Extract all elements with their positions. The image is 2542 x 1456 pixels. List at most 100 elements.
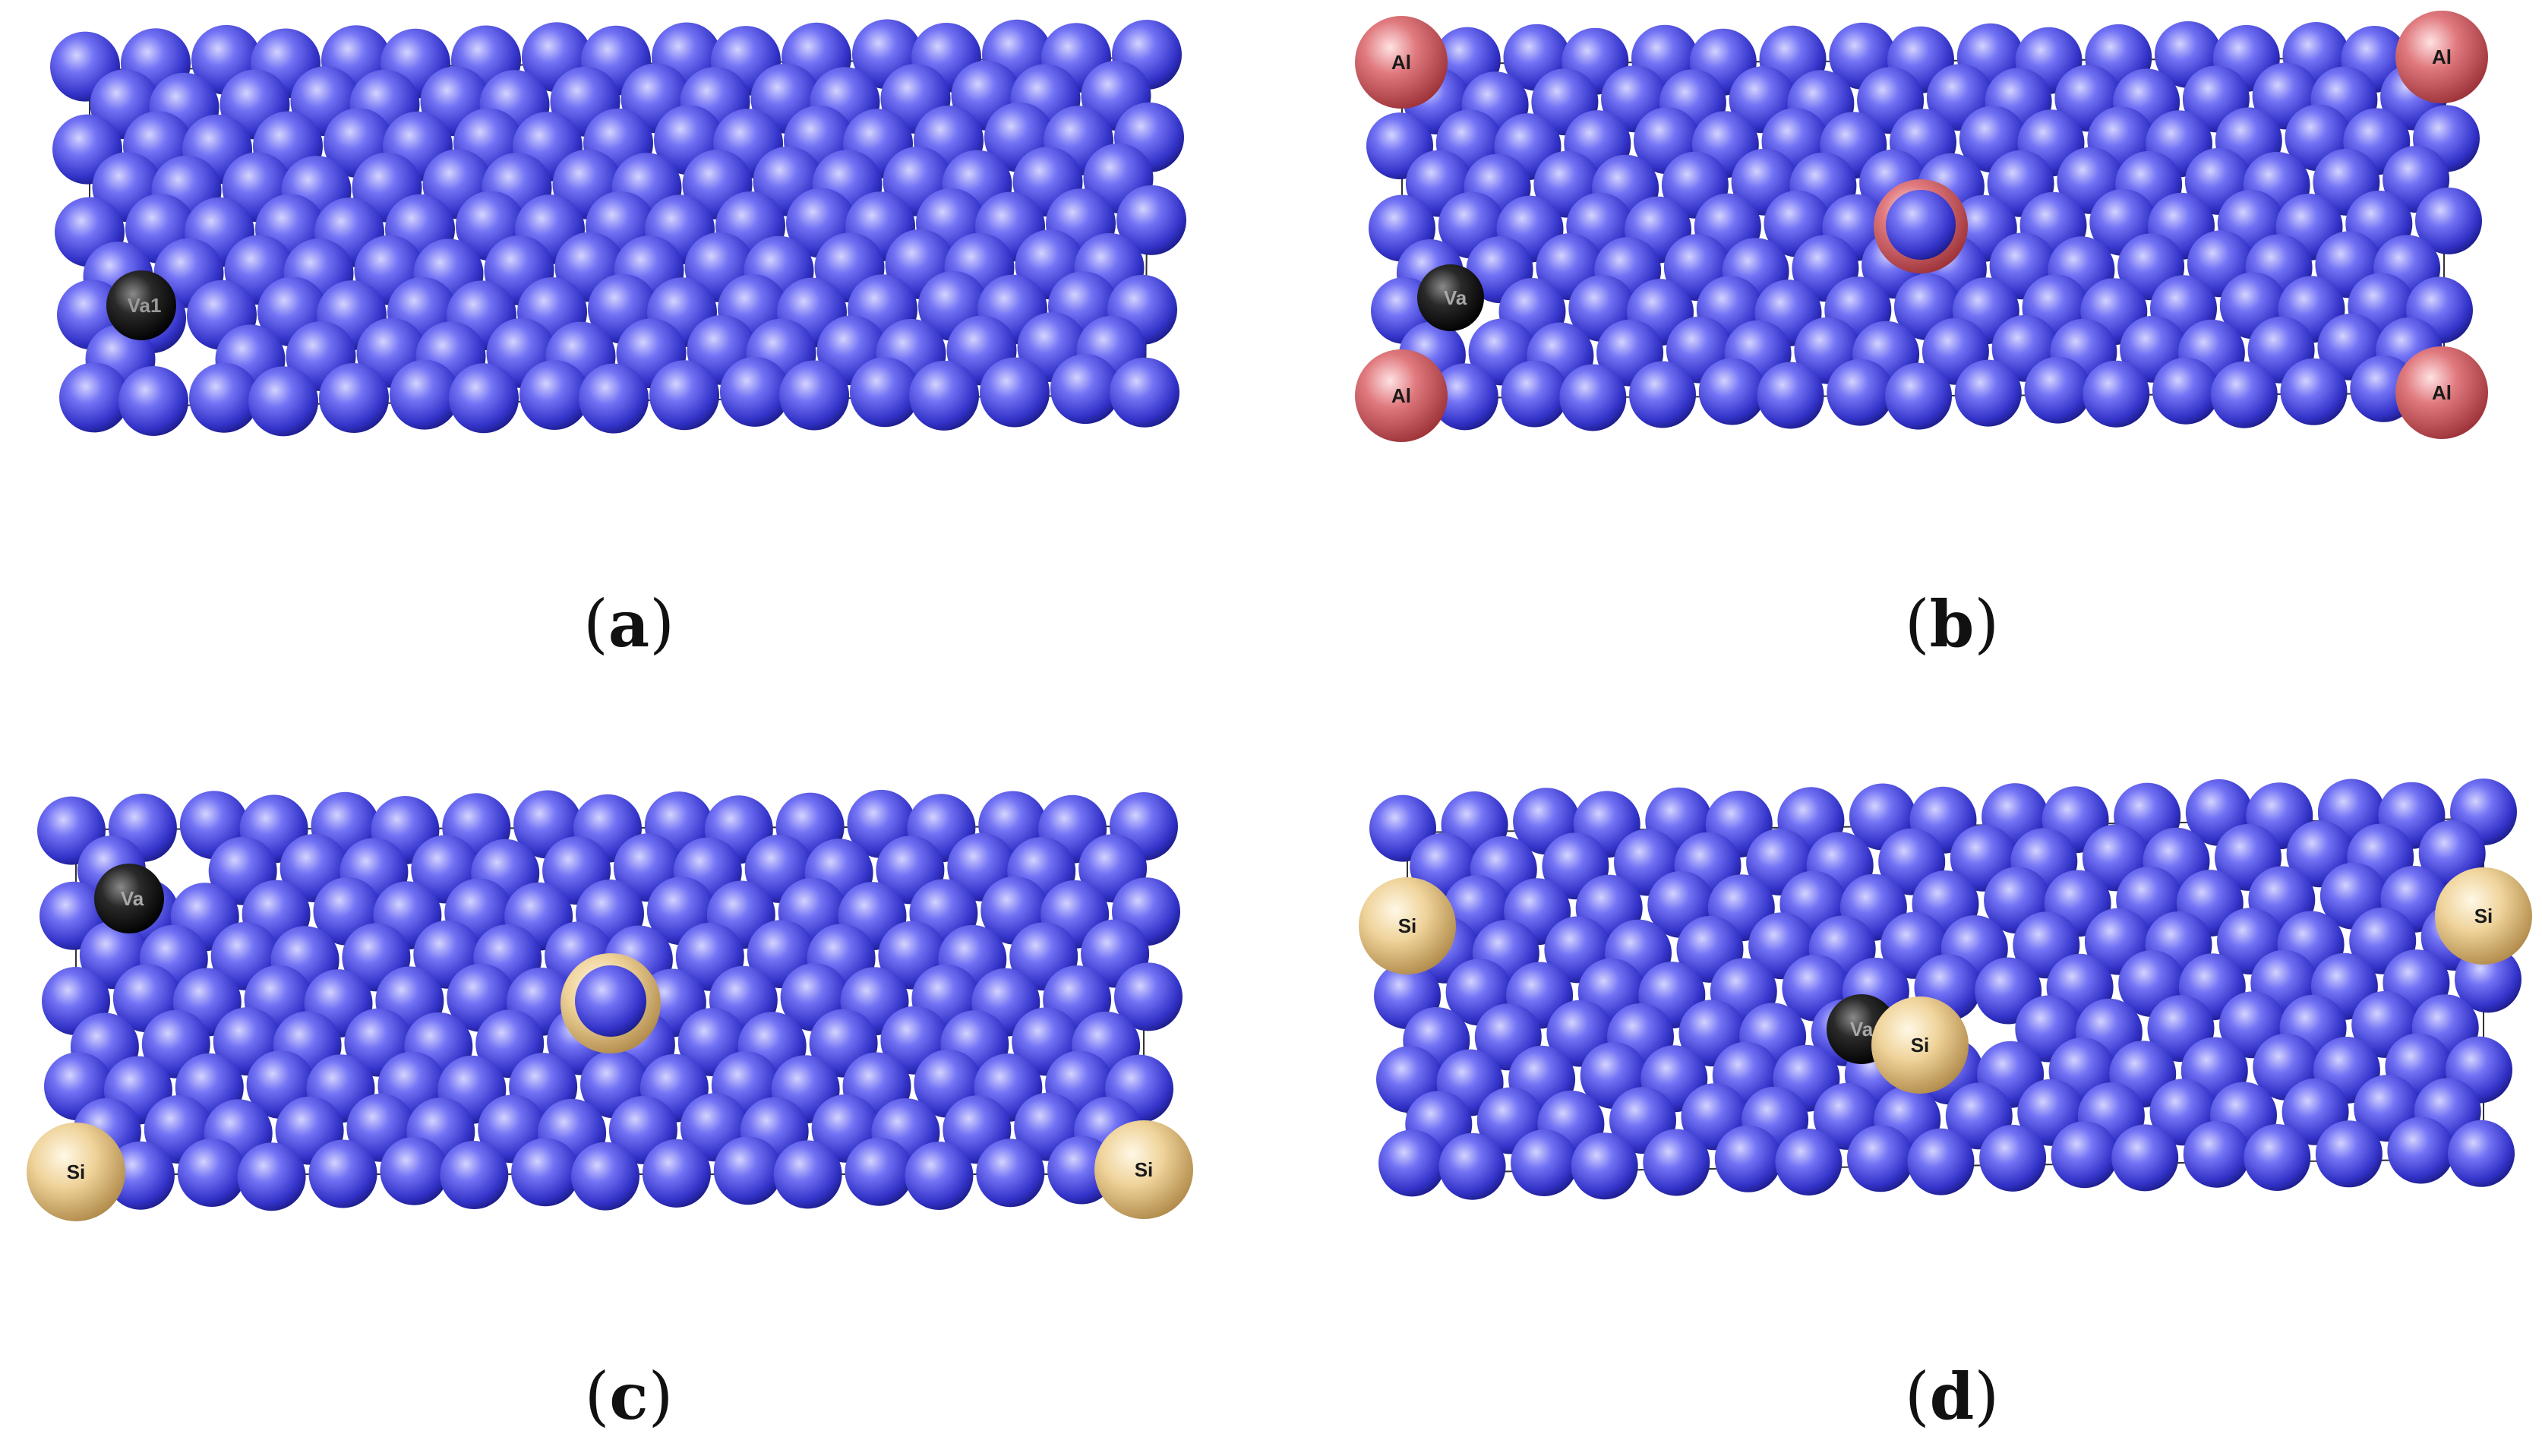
atom-layer-b bbox=[1366, 21, 2482, 431]
host-atom bbox=[1629, 361, 1696, 428]
host-atom bbox=[1643, 1129, 1710, 1196]
vacancy-label: Va bbox=[1444, 286, 1467, 309]
panel-caption-a: (a) bbox=[583, 586, 674, 662]
si-label: Si bbox=[1398, 914, 1417, 937]
host-atom bbox=[1714, 1125, 1782, 1192]
vacancy-a: Va1 bbox=[106, 270, 176, 340]
host-atom bbox=[2387, 1116, 2455, 1184]
vacancy-b: Va bbox=[1417, 264, 1484, 331]
host-atom bbox=[189, 362, 259, 433]
si-atom-right bbox=[2435, 867, 2532, 965]
panel-caption-b: (b) bbox=[1905, 586, 1999, 662]
si-label: Si bbox=[1911, 1034, 1930, 1056]
host-atom bbox=[2315, 1120, 2383, 1188]
panel-caption-c: (c) bbox=[585, 1359, 674, 1434]
host-atom-on-center bbox=[1886, 190, 1956, 260]
host-atom bbox=[1511, 1129, 1578, 1196]
host-atom bbox=[308, 1139, 377, 1208]
panel-b: Va Al Al Al Al (b) bbox=[1355, 11, 2488, 662]
host-atom bbox=[1378, 1129, 1445, 1197]
vacancy-label: Va bbox=[121, 887, 144, 910]
host-atom bbox=[571, 1142, 639, 1211]
host-atom bbox=[449, 363, 519, 434]
si-label: Si bbox=[2474, 905, 2493, 927]
al-atom-bottom-right bbox=[2395, 346, 2488, 439]
si-atom-center bbox=[1871, 996, 1969, 1094]
host-atom bbox=[2083, 360, 2150, 428]
si-atom-bottom-left bbox=[27, 1123, 125, 1221]
atom-layer-a bbox=[50, 19, 1186, 437]
host-atom bbox=[1438, 1132, 1506, 1200]
al-atom-top-right bbox=[2395, 11, 2488, 103]
host-atom bbox=[319, 363, 389, 433]
host-atom bbox=[248, 366, 318, 437]
host-atom bbox=[59, 362, 129, 433]
host-atom bbox=[1116, 185, 1186, 255]
host-atom bbox=[2415, 187, 2482, 254]
host-atom bbox=[1698, 358, 1766, 425]
host-atom bbox=[118, 366, 188, 436]
host-atom bbox=[2111, 1124, 2179, 1192]
host-atom bbox=[976, 1139, 1045, 1208]
panel-c: Va Si Si (c) bbox=[27, 789, 1193, 1434]
al-atom-top-left bbox=[1355, 16, 1448, 109]
vacancy-label: Va bbox=[1850, 1018, 1874, 1041]
host-atom bbox=[1757, 362, 1824, 429]
solute-al-atoms: Al Al Al Al bbox=[1355, 11, 2488, 442]
host-atom bbox=[1907, 1128, 1975, 1195]
host-atom bbox=[1954, 359, 2022, 427]
host-atom bbox=[1827, 358, 1894, 426]
host-atom bbox=[850, 357, 920, 428]
host-atom bbox=[713, 1136, 782, 1205]
panel-d: Si Si Va Si (d) bbox=[1359, 779, 2532, 1434]
host-atom bbox=[649, 360, 719, 431]
vacancy-sphere bbox=[1417, 264, 1484, 331]
host-atom bbox=[1114, 962, 1183, 1031]
host-atom bbox=[980, 357, 1050, 428]
solute-si-center: Si bbox=[1871, 996, 1969, 1094]
host-atom bbox=[720, 356, 790, 427]
host-atom bbox=[1571, 1132, 1638, 1200]
host-atom bbox=[380, 1136, 449, 1205]
solute-si-atoms: Si Si bbox=[1359, 867, 2532, 974]
host-atom bbox=[1559, 364, 1627, 431]
vacancy-label: Va1 bbox=[128, 294, 162, 317]
host-atom bbox=[909, 360, 979, 431]
host-atom bbox=[579, 363, 649, 434]
solute-si-atoms: Si Si bbox=[27, 953, 1193, 1221]
host-atom bbox=[1846, 1125, 1914, 1192]
host-atom bbox=[1775, 1129, 1843, 1195]
host-atom bbox=[519, 360, 589, 430]
atom-layer-c bbox=[37, 789, 1183, 1211]
host-atom bbox=[905, 1142, 974, 1210]
host-atom bbox=[511, 1138, 580, 1207]
host-atom bbox=[1501, 360, 1568, 428]
vacancy-c: Va bbox=[94, 864, 164, 933]
host-atom bbox=[773, 1140, 842, 1209]
host-atom bbox=[779, 360, 849, 431]
host-atom bbox=[1885, 362, 1952, 430]
host-atom bbox=[845, 1137, 914, 1206]
host-atom bbox=[177, 1139, 246, 1207]
al-atom-bottom-left bbox=[1355, 349, 1448, 442]
host-atom bbox=[2024, 356, 2092, 424]
host-atom bbox=[2280, 358, 2348, 425]
host-atom bbox=[2210, 361, 2278, 428]
host-atom bbox=[1110, 357, 1179, 428]
al-label: Al bbox=[1391, 51, 1411, 74]
host-atom bbox=[440, 1141, 509, 1209]
al-label: Al bbox=[1391, 384, 1411, 407]
host-atom bbox=[2244, 1124, 2311, 1191]
host-atom bbox=[1431, 363, 1498, 431]
al-label: Al bbox=[2432, 381, 2452, 404]
host-atom-on-center bbox=[575, 965, 646, 1037]
host-atom bbox=[1050, 354, 1120, 425]
host-atom bbox=[390, 359, 459, 430]
vacancy-sphere bbox=[106, 270, 176, 340]
host-atom bbox=[2051, 1121, 2118, 1189]
panel-a: Va1 (a) bbox=[50, 19, 1186, 662]
al-label: Al bbox=[2432, 46, 2452, 68]
host-atom bbox=[642, 1139, 711, 1208]
si-label: Si bbox=[67, 1161, 86, 1183]
